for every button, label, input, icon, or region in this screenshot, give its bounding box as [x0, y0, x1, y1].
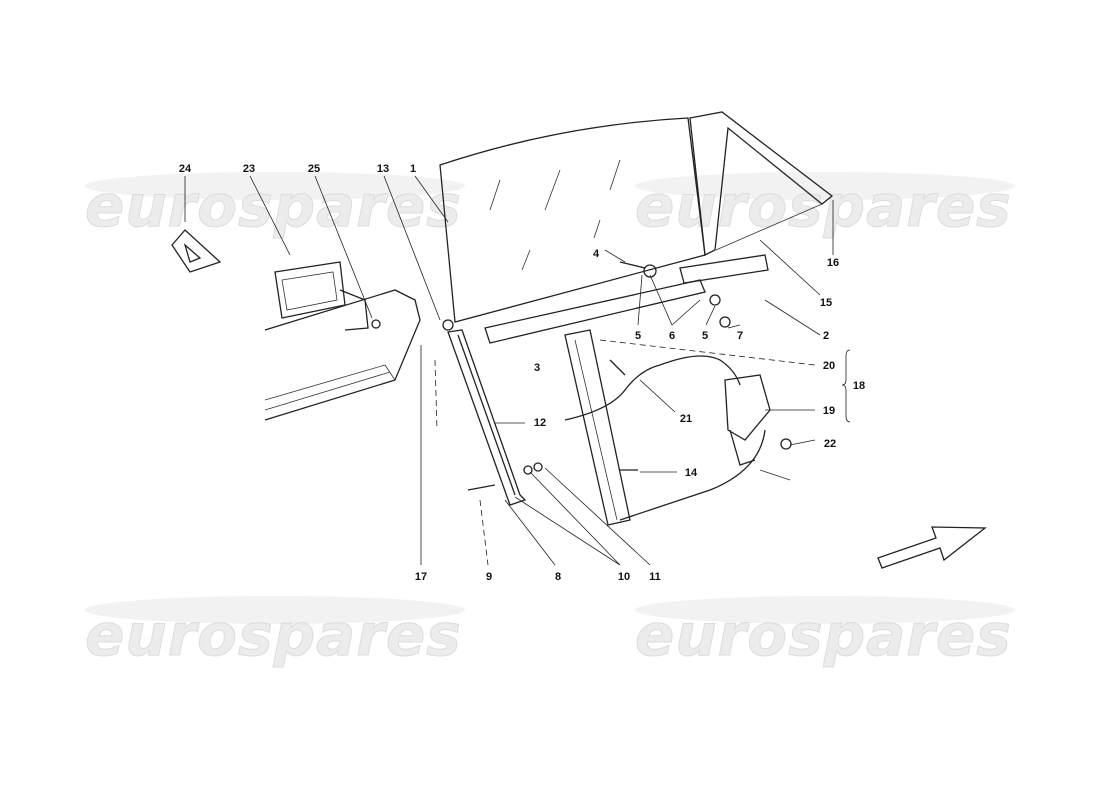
callout-21: 21 [680, 413, 692, 425]
callout-5a: 5 [635, 330, 641, 342]
callout-17: 17 [415, 571, 427, 583]
callout-25: 25 [308, 163, 320, 175]
watermark-text: eurospares [85, 172, 462, 240]
callout-3: 3 [534, 362, 540, 374]
mirror-assembly [274, 261, 381, 331]
callout-13: 13 [377, 163, 389, 175]
callout-19: 19 [823, 405, 835, 417]
door-panel [264, 289, 421, 421]
mirror-trim [171, 229, 222, 273]
callout-10: 10 [618, 571, 630, 583]
callout-15: 15 [820, 297, 832, 309]
window-regulator [564, 329, 792, 526]
direction-arrow [877, 526, 987, 569]
watermark-text: eurospares [635, 172, 1012, 240]
glass-channel [484, 254, 769, 344]
watermark-text: eurospares [635, 601, 1012, 669]
callout-5b: 5 [702, 330, 708, 342]
callout-7: 7 [737, 330, 743, 342]
door-glass [439, 117, 706, 323]
callout-4: 4 [593, 248, 600, 260]
callout-23: 23 [243, 163, 255, 175]
callout-24: 24 [179, 163, 192, 175]
callout-11: 11 [649, 571, 661, 583]
callout-18: 18 [853, 380, 865, 392]
callout-9: 9 [486, 571, 492, 583]
callout-2: 2 [823, 330, 829, 342]
rear-guide [447, 329, 527, 506]
guide-clip [442, 319, 454, 331]
callout-8: 8 [555, 571, 561, 583]
callout-1: 1 [410, 163, 416, 175]
callout-16: 16 [827, 257, 839, 269]
watermark-text: eurospares [85, 601, 462, 669]
callout-22: 22 [824, 438, 836, 450]
leader-lines [184, 175, 851, 566]
callout-14: 14 [685, 467, 698, 479]
callout-6: 6 [669, 330, 675, 342]
callout-labels: 24 23 25 13 1 4 5 6 5 7 2 15 16 20 18 21… [179, 163, 865, 583]
callout-12: 12 [534, 417, 546, 429]
watermarks: eurospares eurospares eurospares eurospa… [85, 172, 1015, 670]
callout-20: 20 [823, 360, 835, 372]
quarter-window [689, 111, 834, 256]
